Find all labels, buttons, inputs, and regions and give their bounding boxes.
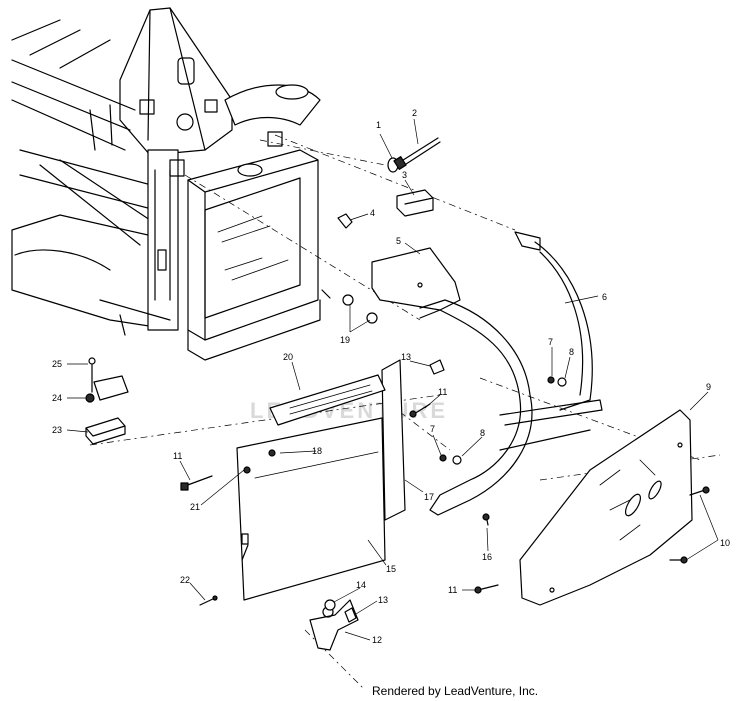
radiator — [187, 149, 331, 361]
part-6-guard-tube — [419, 231, 603, 516]
callout-19: 19 — [340, 335, 350, 345]
callout-8a: 8 — [569, 347, 574, 357]
callout-10: 10 — [720, 538, 730, 548]
part-21-screw — [243, 466, 251, 474]
leader-lines — [66, 118, 719, 641]
callout-labels: 1 2 3 4 5 6 7 8 7 8 9 10 11 11 11 12 13 … — [52, 108, 730, 645]
part-10-bolts — [669, 486, 710, 564]
part-17-side-panel — [381, 359, 406, 521]
callout-22: 22 — [180, 575, 190, 585]
callout-25: 25 — [52, 359, 62, 369]
part-4-clip — [337, 213, 353, 229]
callout-12: 12 — [372, 635, 382, 645]
callout-13a: 13 — [401, 352, 411, 362]
part-19-fasteners — [342, 294, 378, 324]
callout-21: 21 — [190, 502, 200, 512]
callout-17: 17 — [424, 492, 434, 502]
callout-11a: 11 — [438, 387, 447, 397]
part-18-screw — [268, 449, 276, 457]
part-7-8-nuts — [439, 376, 567, 465]
callout-9: 9 — [706, 382, 711, 392]
callout-11b: 11 — [173, 451, 182, 461]
part-14-washer — [324, 599, 336, 611]
part-9-skid-plate — [519, 409, 693, 606]
callout-1: 1 — [376, 120, 381, 130]
callout-11c: 11 — [448, 585, 457, 595]
part-3-spacer — [396, 189, 434, 217]
callout-16: 16 — [482, 552, 492, 562]
callout-5: 5 — [396, 236, 401, 246]
callout-14: 14 — [356, 580, 366, 590]
callout-20: 20 — [283, 352, 293, 362]
callout-4: 4 — [370, 208, 375, 218]
callout-2: 2 — [412, 108, 417, 118]
part-5-panel — [371, 247, 461, 311]
callout-24: 24 — [52, 393, 62, 403]
part-2-bolt — [393, 137, 441, 170]
part-15-shield — [236, 417, 386, 601]
part-23-bracket — [85, 417, 126, 445]
callout-6: 6 — [602, 292, 607, 302]
callout-13b: 13 — [378, 595, 388, 605]
callout-8b: 8 — [480, 428, 485, 438]
callout-7a: 7 — [548, 337, 553, 347]
part-25-bolt — [88, 357, 96, 393]
callout-18: 18 — [312, 446, 322, 456]
part-22-screw — [199, 595, 218, 606]
callout-15: 15 — [386, 564, 396, 574]
credit-text: Rendered by LeadVenture, Inc. — [372, 684, 539, 698]
callout-7b: 7 — [430, 424, 435, 434]
vehicle-frame — [11, 7, 321, 336]
part-20-top-panel — [269, 374, 386, 426]
callout-3: 3 — [402, 170, 407, 180]
part-13-clip — [344, 359, 445, 623]
part-16-bolt — [482, 513, 490, 526]
callout-23: 23 — [52, 425, 62, 435]
